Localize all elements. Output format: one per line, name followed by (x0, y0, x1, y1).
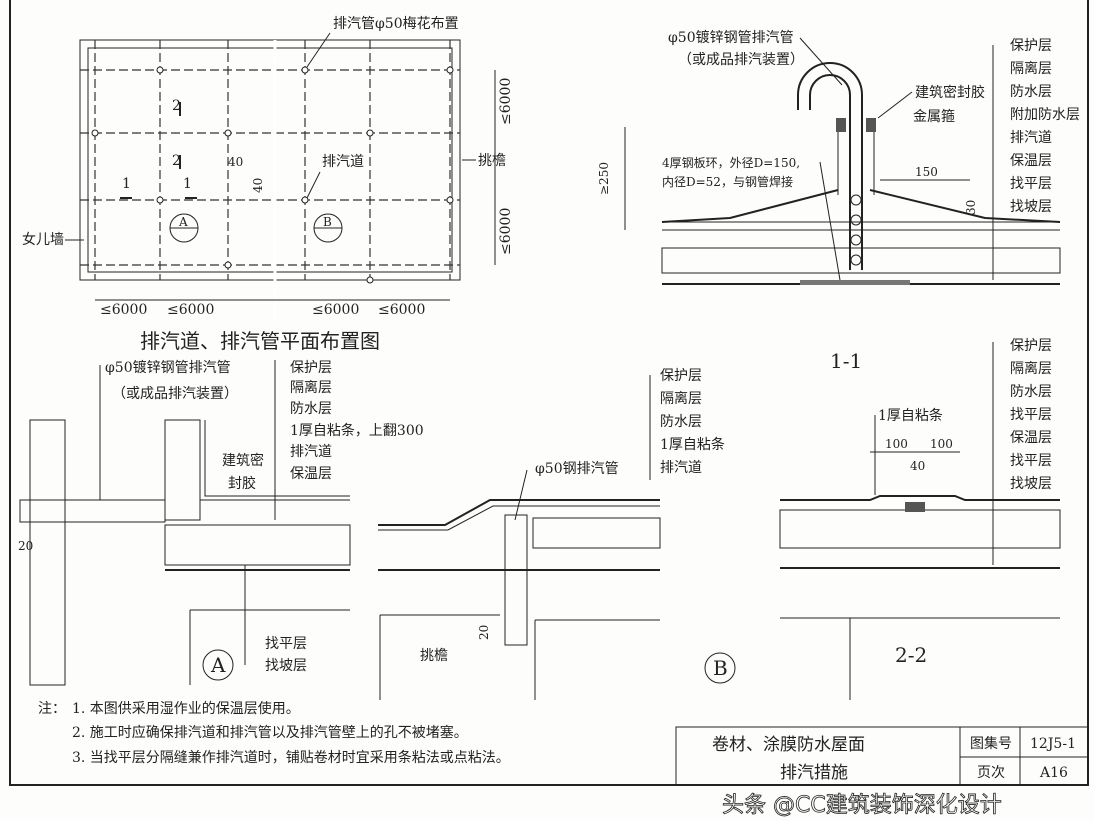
layer-label: 隔离层 (290, 379, 332, 396)
section-mark: 2 (172, 98, 181, 114)
detail-mark-a (202, 649, 234, 681)
layer-label: 保温层 (290, 466, 332, 482)
layer-label: 保护层 (660, 368, 702, 384)
section-1-1: φ50镀锌钢管排汽管 （或成品排汽装置） 建筑密封胶 金属箍 4厚钢板环，外径D… (597, 29, 1080, 373)
dim-40: 40 (251, 178, 265, 193)
layer-label: 排汽道 (660, 460, 702, 476)
eave-label: 挑檐 (420, 648, 448, 664)
notes: 注： 1. 本图供采用湿作业的保温层使用。 2. 施工时应确保排汽道和排汽管以及… (38, 700, 510, 766)
dim-40: 40 (228, 155, 243, 169)
dim-6000: ≤6000 (498, 208, 514, 255)
page-label: 页次 (977, 765, 1005, 781)
layer-label: 隔离层 (660, 390, 702, 407)
section-mark: 2 (172, 153, 181, 169)
ring-label: 内径D=52，与钢管焊接 (662, 174, 793, 189)
detail-a: φ50镀锌钢管排汽管 （或成品排汽装置） 建筑密 封胶 保护层 隔离层 防水层 … (18, 359, 424, 686)
parapet-label: 女儿墙 (22, 231, 64, 248)
layer-label: 找平层 (1010, 453, 1052, 469)
note-item: 1. 本图供采用湿作业的保温层使用。 (72, 700, 300, 717)
dim-40: 40 (910, 459, 925, 473)
dim-20: 20 (477, 625, 491, 640)
plan-channel-label: 排汽道 (322, 154, 364, 170)
section-2-2: 1厚自粘条 100 100 40 保护层 隔离层 防水层 找平层 保温层 找平层… (779, 338, 1061, 700)
title-block: 卷材、涂膜防水屋面 排汽措施 图集号 12J5-1 页次 A16 (675, 726, 1088, 785)
ring-label: 4厚钢板环，外径D=150, (662, 156, 800, 170)
page-number: A16 (1039, 765, 1068, 781)
layer-label: 附加防水层 (1010, 107, 1080, 123)
detail-b: 保护层 隔离层 防水层 1厚自粘条 排汽道 φ50钢排汽管 挑檐 20 B (378, 368, 736, 700)
dim-30: 30 (964, 200, 978, 215)
layer-label: 找坡层 (1010, 199, 1052, 215)
detail-mark-b (704, 652, 736, 684)
section-title: 1-1 (830, 349, 862, 373)
layer-label: 保护层 (1010, 38, 1052, 54)
layer-label: 找平层 (265, 636, 307, 652)
layer-label: 找坡层 (265, 658, 307, 674)
section-mark: 1 (122, 176, 131, 192)
dim-6000: ≤6000 (498, 78, 514, 125)
layer-label: 保护层 (1010, 338, 1052, 354)
layer-label: 1厚自粘条 (660, 436, 725, 453)
atlas-number: 12J5-1 (1030, 736, 1076, 752)
sheet-border (9, 0, 1089, 786)
layer-label: 保温层 (1010, 153, 1052, 169)
detail-mark-text: B (713, 656, 728, 680)
layer-label: 保温层 (1010, 430, 1052, 446)
layer-label: 排汽道 (1010, 130, 1052, 146)
layer-label: 1厚自粘条，上翻300 (290, 422, 424, 439)
dim-100: 100 (930, 437, 953, 451)
dim-100: 100 (885, 437, 908, 451)
layer-label: 隔离层 (1010, 60, 1052, 77)
sealant-label: 建筑密封胶 (915, 84, 985, 101)
layer-label: 排汽道 (290, 444, 332, 460)
layer-label: 防水层 (1010, 84, 1052, 100)
dim-6000: ≤6000 (167, 302, 214, 318)
section-mark: 1 (183, 176, 192, 192)
eave-label: 挑檐 (478, 153, 506, 169)
watermark: 头条 @CC建筑装饰深化设计 (722, 793, 1002, 818)
layer-label: 找平层 (1010, 407, 1052, 423)
sealant-label: 封胶 (228, 475, 256, 492)
dim-20: 20 (18, 539, 33, 553)
pipe-label-note: （或成品排汽装置） (112, 386, 238, 402)
atlas-label: 图集号 (970, 735, 1012, 752)
layer-label: 保护层 (290, 360, 332, 376)
hoop-label: 金属箍 (913, 108, 955, 125)
dim-150: 150 (915, 165, 938, 179)
pipe-label-note: （或成品排汽装置） (678, 52, 804, 68)
plan-view: 排汽管φ50梅花布置 排汽道 女儿墙 挑檐 40 40 1 1 2 2 A B … (22, 16, 514, 353)
pipe-label: φ50镀锌钢管排汽管 (105, 359, 231, 376)
drawing-subtitle: 排汽措施 (780, 763, 848, 783)
plan-title: 排汽道、排汽管平面布置图 (140, 329, 380, 353)
sealant-label: 建筑密 (222, 452, 264, 469)
layer-label: 找平层 (1010, 176, 1052, 192)
note-item: 2. 施工时应确保排汽道和排汽管以及排汽管壁上的孔不被堵塞。 (72, 724, 468, 741)
detail-mark-text: A (210, 653, 226, 677)
detail-mark: A (178, 215, 188, 229)
dim-6000: ≤6000 (100, 302, 147, 318)
layer-legend: 保护层 隔离层 防水层 附加防水层 排汽道 保温层 找平层 找坡层 (1010, 38, 1080, 215)
plan-pipe-label: 排汽管φ50梅花布置 (333, 16, 459, 32)
notes-prefix: 注： (38, 701, 66, 717)
layer-label: 防水层 (290, 401, 332, 417)
layer-label: 找坡层 (1010, 476, 1052, 492)
layer-label: 隔离层 (1010, 360, 1052, 377)
drawing-title: 卷材、涂膜防水屋面 (712, 735, 865, 755)
dim-6000: ≤6000 (312, 302, 359, 318)
detail-mark: B (323, 215, 332, 229)
layer-label: 防水层 (660, 414, 702, 430)
pipe-label: φ50钢排汽管 (535, 461, 619, 477)
section-title: 2-2 (895, 643, 927, 667)
dim-6000: ≤6000 (378, 302, 425, 318)
strip-label: 1厚自粘条 (878, 407, 943, 424)
note-item: 3. 当找平层分隔缝兼作排汽道时，铺贴卷材时宜采用条粘法或点粘法。 (72, 749, 510, 766)
pipe-label: φ50镀锌钢管排汽管 (668, 29, 794, 46)
dim-250: ≥250 (597, 162, 611, 195)
layer-label: 防水层 (1010, 384, 1052, 400)
